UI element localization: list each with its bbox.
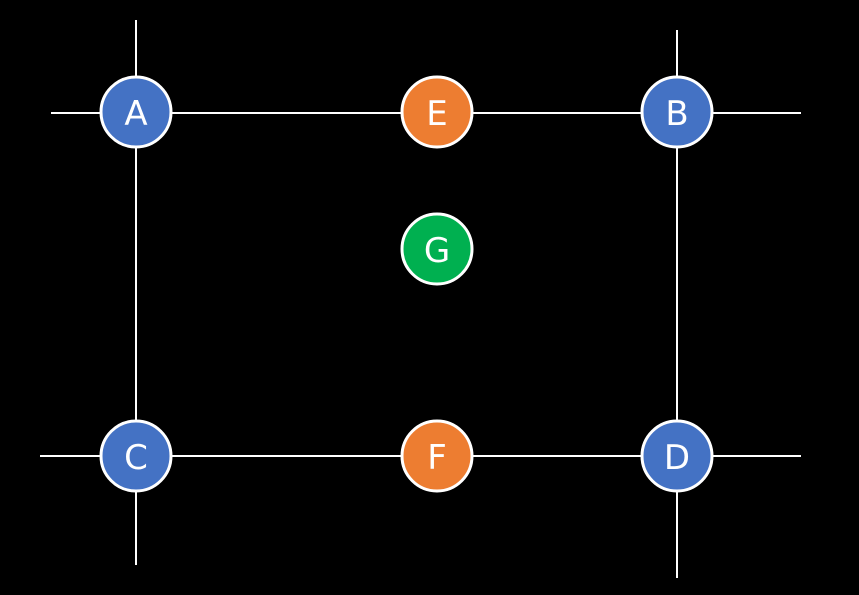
node-circle [99,419,173,493]
node-circle [400,419,474,493]
node-circle [400,212,474,286]
node-circle [640,75,714,149]
node-circle [640,419,714,493]
node-label: A [124,94,147,134]
node-b: B [640,75,714,149]
node-circle [99,75,173,149]
node-circle [400,75,474,149]
node-label: D [664,438,690,478]
node-label: E [426,94,447,134]
node-label: F [427,438,447,478]
node-c: C [99,419,173,493]
node-f: F [400,419,474,493]
node-e: E [400,75,474,149]
node-a: A [99,75,173,149]
node-label: G [424,231,450,271]
node-label: C [124,438,148,478]
node-g: G [400,212,474,286]
node-d: D [640,419,714,493]
node-label: B [665,94,688,134]
